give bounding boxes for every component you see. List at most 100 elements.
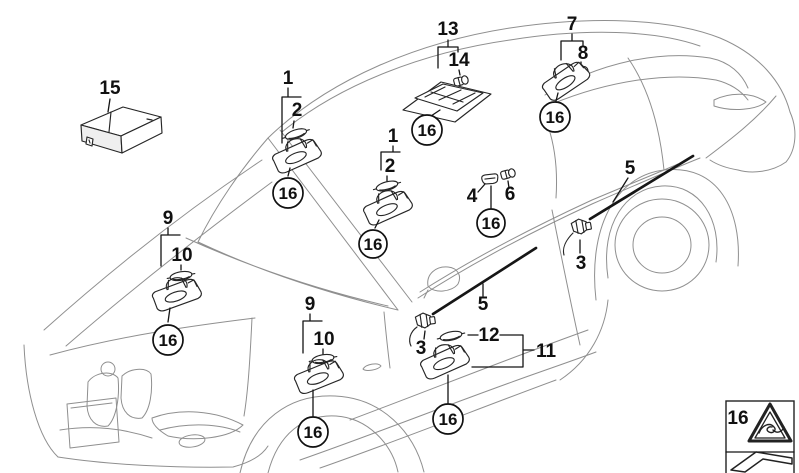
callout-9b[interactable]: 9 xyxy=(305,294,316,315)
callout-7[interactable]: 7 xyxy=(567,14,578,35)
callout-13[interactable]: 13 xyxy=(437,19,458,40)
legend-box: 16 xyxy=(725,400,795,473)
leader-4 xyxy=(477,183,486,193)
callout-5-rear[interactable]: 5 xyxy=(625,158,636,179)
side-glass-bottom xyxy=(419,163,679,293)
ref-16-badge-left[interactable]: 16 xyxy=(152,324,184,356)
bulb-socket-3-upper xyxy=(570,216,593,236)
side-mirror xyxy=(423,266,461,299)
door-front-edge xyxy=(383,311,391,369)
hood-creases xyxy=(43,159,273,347)
callout-6[interactable]: 6 xyxy=(505,184,516,205)
ref-16-badge-roof[interactable]: 16 xyxy=(411,114,443,146)
leader-16e xyxy=(167,307,171,323)
plate-lamp-a xyxy=(268,132,325,176)
socket-wire-lower xyxy=(409,326,418,347)
ref-16-badge-a[interactable]: 16 xyxy=(272,177,304,209)
strip-labels: 5 5 xyxy=(478,158,636,315)
door-seam xyxy=(551,209,581,346)
bracket-1b xyxy=(380,145,401,171)
light-strip-rear xyxy=(588,154,695,221)
svg-text:16: 16 xyxy=(418,121,437,140)
callout-14[interactable]: 14 xyxy=(448,50,470,71)
front-tire xyxy=(267,415,399,473)
tail-light xyxy=(713,93,767,110)
door-light-strips xyxy=(431,154,695,316)
kidney-grille-right xyxy=(120,368,153,419)
leader-16b xyxy=(374,219,380,229)
callout-3-lower[interactable]: 3 xyxy=(416,338,427,359)
bracket-9a xyxy=(160,227,181,267)
group-plate-lamp-b: 1 2 16 xyxy=(358,126,416,259)
callout-2b[interactable]: 2 xyxy=(385,156,396,177)
svg-text:16: 16 xyxy=(482,214,501,233)
group-socket-upper: 3 xyxy=(562,216,593,274)
fog-light xyxy=(178,434,206,448)
callout-12[interactable]: 12 xyxy=(478,325,499,346)
hood-edge xyxy=(49,317,256,356)
leader-6 xyxy=(507,180,510,189)
callout-8[interactable]: 8 xyxy=(578,43,589,64)
front-left-edge xyxy=(23,344,59,458)
leader-16a xyxy=(287,167,291,177)
bracket-13 xyxy=(437,39,459,69)
caution-triangle-icon xyxy=(747,402,793,443)
svg-text:16: 16 xyxy=(304,423,323,442)
leader-5-rear xyxy=(612,177,629,203)
kidney-grille-left xyxy=(86,372,119,427)
bracket-7 xyxy=(560,33,584,61)
windshield-left-edge xyxy=(197,137,269,243)
fender-crease xyxy=(243,317,253,417)
rear-wheel-arch xyxy=(606,185,718,279)
callout-9a[interactable]: 9 xyxy=(163,208,174,229)
ref-16-badge-b[interactable]: 16 xyxy=(358,229,388,259)
callout-4[interactable]: 4 xyxy=(467,186,478,207)
svg-text:16: 16 xyxy=(439,410,458,429)
leader-3-lower xyxy=(423,330,426,340)
callout-1a[interactable]: 1 xyxy=(283,68,294,89)
cowl-line xyxy=(185,237,399,311)
group-footwell-module: 15 xyxy=(80,78,163,154)
callout-5-front[interactable]: 5 xyxy=(478,294,489,315)
bmw-roundel xyxy=(100,361,116,377)
direction-arrow-icon xyxy=(730,451,793,473)
rear-bumper xyxy=(709,111,796,173)
headlight xyxy=(151,411,244,440)
callout-15[interactable]: 15 xyxy=(99,78,121,99)
legend-ref-16: 16 xyxy=(727,408,748,429)
lens-4 xyxy=(480,171,500,187)
group-entry-lamp: 3 12 11 16 xyxy=(409,310,557,435)
plate-lamp-b xyxy=(359,184,416,228)
leader-16r xyxy=(430,109,441,117)
callout-10a[interactable]: 10 xyxy=(171,245,192,266)
leader-2a xyxy=(292,120,295,129)
rear-tire xyxy=(614,198,710,292)
module-15 xyxy=(80,106,163,154)
front-bumper-line xyxy=(59,427,153,439)
leader-15 xyxy=(107,98,111,113)
front-bumper-bottom xyxy=(57,445,269,468)
bracket-1a xyxy=(281,87,302,144)
ref-16-badge-bottom[interactable]: 16 xyxy=(297,416,329,448)
callout-3-upper[interactable]: 3 xyxy=(576,253,587,274)
ref-16-badge-entry[interactable]: 16 xyxy=(432,403,464,435)
roofline xyxy=(267,20,791,139)
rear-kick-line xyxy=(559,299,609,381)
svg-text:16: 16 xyxy=(279,184,298,203)
trunk-shutline xyxy=(705,95,777,159)
svg-text:16: 16 xyxy=(159,331,178,350)
callout-1b[interactable]: 1 xyxy=(388,126,399,147)
license-plate xyxy=(66,397,120,449)
callout-10b[interactable]: 10 xyxy=(313,329,334,350)
door-handle xyxy=(362,363,382,371)
svg-text:16: 16 xyxy=(364,235,383,254)
callout-2a[interactable]: 2 xyxy=(292,100,303,121)
wedge-bulb-6 xyxy=(499,167,517,181)
leader-14 xyxy=(458,69,461,76)
ref-16-badge-rear[interactable]: 16 xyxy=(539,101,571,133)
quarter-window-edge xyxy=(627,57,665,171)
callout-11[interactable]: 11 xyxy=(536,341,557,362)
ref-16-badge-lens[interactable]: 16 xyxy=(476,208,506,238)
group-plate-lamp-rear: 7 8 16 xyxy=(536,14,595,133)
